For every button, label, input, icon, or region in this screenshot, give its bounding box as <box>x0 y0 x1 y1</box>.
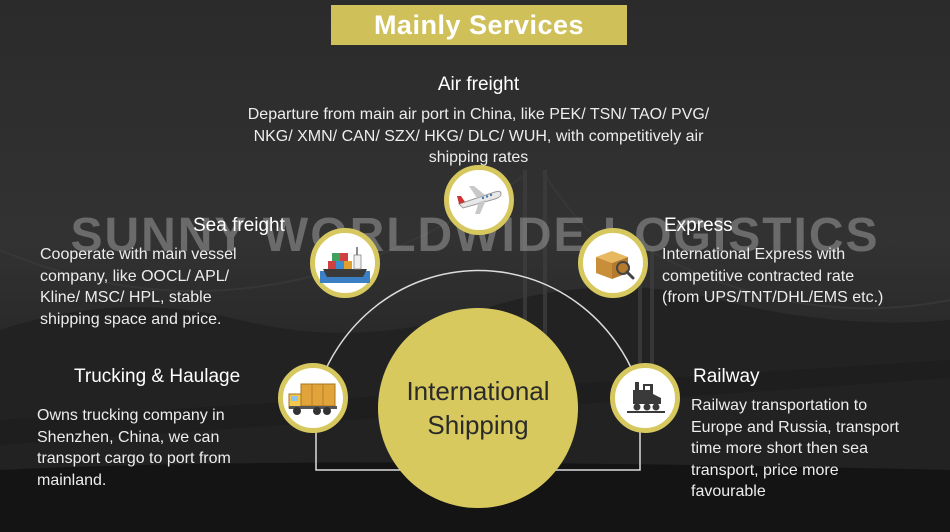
train-icon <box>610 363 680 433</box>
trucking-description: Owns trucking company in Shenzhen, China… <box>37 405 307 491</box>
trucking-desc-line: Owns trucking company in <box>37 407 225 424</box>
page-title: Mainly Services <box>331 5 627 45</box>
railway-desc-line: time more short then sea <box>691 440 868 457</box>
air-freight-desc-line: shipping rates <box>428 149 529 166</box>
parcel-magnifier-icon <box>578 228 648 298</box>
sea-freight-heading: Sea freight <box>193 215 285 236</box>
railway-desc-line: favourable <box>691 483 766 500</box>
center-label-line: International <box>406 376 550 406</box>
sea-freight-desc-line: shipping space and price. <box>40 310 222 328</box>
air-freight-heading: Air freight <box>437 74 520 95</box>
air-freight-desc-line: Departure from main air port in China, l… <box>247 106 710 123</box>
railway-description: Railway transportation to Europe and Rus… <box>691 395 946 503</box>
railway-desc-line: transport, price more <box>691 461 839 479</box>
express-heading: Express <box>664 215 733 236</box>
railway-desc-line: Europe and Russia, transport <box>691 418 900 436</box>
railway-desc-line: Railway transportation to <box>691 397 868 414</box>
express-desc-line: (from UPS/TNT/DHL/EMS etc.) <box>662 289 884 306</box>
express-description: International Express with competitive c… <box>662 244 947 309</box>
trucking-heading: Trucking & Haulage <box>74 366 241 387</box>
sea-freight-desc-line: Cooperate with main vessel <box>40 246 237 263</box>
sea-freight-desc-line: Kline/ MSC/ HPL, stable <box>40 289 212 306</box>
railway-heading: Railway <box>693 366 760 387</box>
air-freight-desc-line: NKG/ XMN/ CAN/ SZX/ HKG/ DLC/ WUH, with … <box>253 127 704 145</box>
express-desc-line: International Express with <box>662 246 846 263</box>
sea-freight-description: Cooperate with main vessel company, like… <box>40 244 300 330</box>
express-desc-line: competitive contracted rate <box>662 267 855 285</box>
truck-icon <box>278 363 348 433</box>
airplane-icon <box>444 165 514 235</box>
container-ship-icon <box>310 228 380 298</box>
sea-freight-desc-line: company, like OOCL/ APL/ <box>40 267 230 285</box>
trucking-desc-line: transport cargo to port from <box>37 450 231 467</box>
trucking-desc-line: Shenzhen, China, we can <box>37 428 220 446</box>
trucking-desc-line: mainland. <box>37 471 107 489</box>
center-label-line: Shipping <box>427 410 529 440</box>
center-circle: International Shipping <box>378 308 578 508</box>
air-freight-description: Departure from main air port in China, l… <box>0 104 950 169</box>
